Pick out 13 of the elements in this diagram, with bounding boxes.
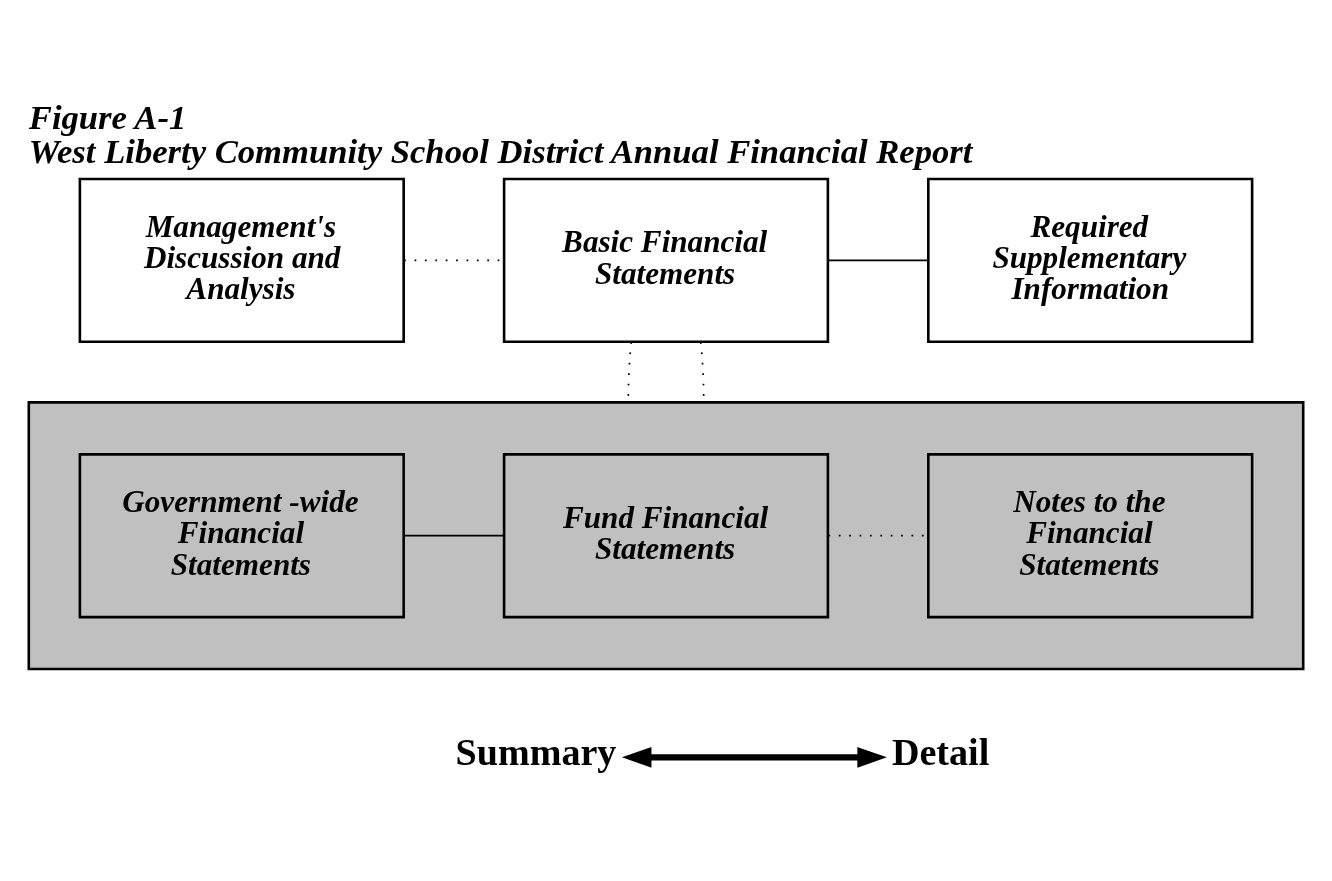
node-text: Summary (455, 731, 617, 774)
node-box: Notes to the Financial Statements (927, 453, 1254, 619)
node-box: Required Supplementary Information (927, 177, 1254, 344)
cluster (27, 401, 1305, 671)
node-text: Detail (891, 731, 990, 774)
node-box: Fund Financial Statements (502, 453, 830, 619)
diagram-title: Figure A-1 (28, 97, 187, 136)
node-box: Basic Financial Statements (502, 177, 830, 344)
arrow (621, 747, 887, 768)
node-box: Government -wide Financial Statements (78, 453, 405, 619)
connector (403, 534, 505, 537)
connector (827, 259, 929, 262)
node-box: Management's Discussion and Analysis (78, 177, 405, 344)
